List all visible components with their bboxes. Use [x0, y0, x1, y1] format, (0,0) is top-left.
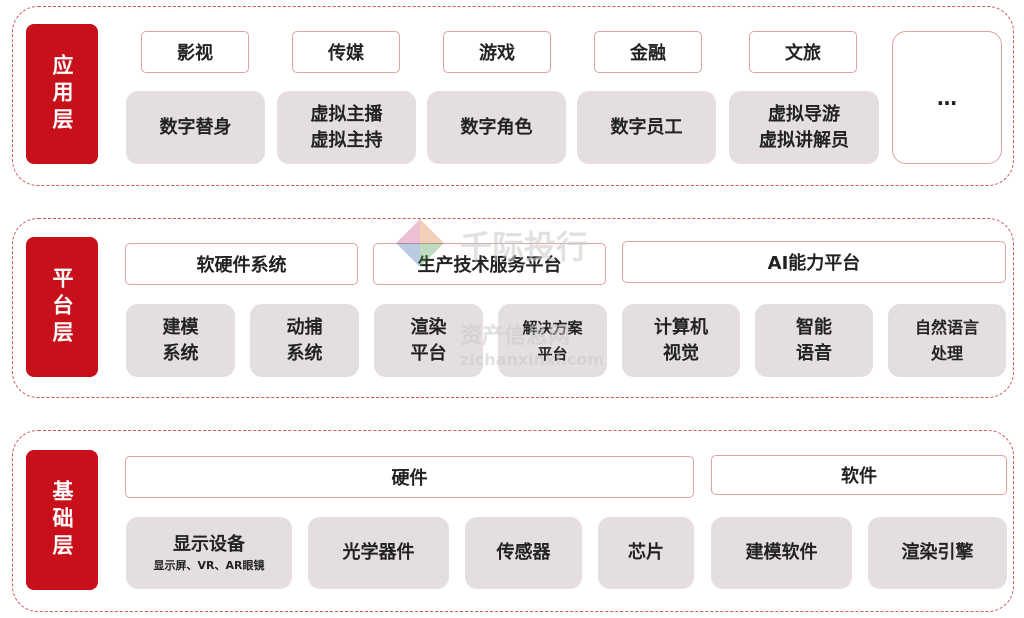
card-line1: 数字替身 [159, 116, 232, 138]
card-line1: 芯片 [628, 542, 664, 563]
watermark-brand: 千际投行 [460, 228, 589, 266]
card-line2: 视觉 [663, 342, 699, 364]
card-line2: 平台 [537, 344, 568, 363]
platform-card: 自然语言 处理 [888, 304, 1006, 377]
card-line1: 动捕 [286, 316, 323, 338]
card-line1: 建模软件 [745, 542, 818, 563]
card-line1: 数字员工 [610, 116, 683, 138]
foundation-card: 渲染引擎 [868, 517, 1007, 589]
card-line1: 虚拟导游 [768, 103, 840, 125]
card-line2: 系统 [286, 342, 323, 364]
foundation-card: 芯片 [598, 517, 694, 589]
card-line2: 显示屏、VR、AR眼镜 [153, 559, 265, 572]
platform-card: 动捕 系统 [250, 304, 359, 377]
card-line1: 建模 [162, 316, 199, 338]
card-line2: 系统 [162, 342, 199, 364]
application-card: 虚拟导游 虚拟讲解员 [729, 91, 879, 164]
group-production-service-platform: 生产技术服务平台 [373, 243, 606, 285]
card-line2: 平台 [410, 342, 447, 364]
foundation-layer-label: 基础层 [26, 450, 98, 590]
foundation-layer [12, 430, 1014, 612]
group-hardware-software-system: 软硬件系统 [125, 243, 358, 285]
application-card: 数字角色 [427, 91, 566, 164]
foundation-card: 建模软件 [711, 517, 852, 589]
platform-card: 智能 语音 [755, 304, 873, 377]
platform-card: 计算机 视觉 [622, 304, 740, 377]
card-line1: 虚拟主播 [310, 103, 383, 125]
platform-card: 建模 系统 [126, 304, 235, 377]
group-ai-capability-platform: AI能力平台 [622, 241, 1006, 283]
card-line1: 光学器件 [342, 542, 415, 563]
application-card: 虚拟主播 虚拟主持 [277, 91, 416, 164]
card-line2: 语音 [796, 342, 832, 364]
group-software: 软件 [711, 455, 1007, 495]
scenario-gaming: 游戏 [443, 31, 551, 73]
card-line2: 虚拟主持 [310, 129, 383, 151]
scenario-cultural-tourism: 文旅 [749, 31, 857, 73]
platform-card: 渲染 平台 [374, 304, 483, 377]
watermark-site-cn: 资产信息网 [460, 324, 571, 349]
card-line2: 处理 [930, 343, 963, 363]
card-line1: 传感器 [496, 542, 551, 563]
watermark-site-url: zichanxinxi.com [460, 350, 605, 369]
application-card: 数字员工 [577, 91, 716, 164]
scenario-media: 传媒 [292, 31, 400, 73]
card-line1: 渲染 [410, 316, 447, 338]
watermark-logo-icon [396, 219, 444, 267]
application-layer-label: 应用层 [26, 24, 98, 164]
application-layer [12, 6, 1014, 186]
card-line1: 显示设备 [173, 534, 245, 555]
foundation-card: 显示设备 显示屏、VR、AR眼镜 [126, 517, 292, 589]
platform-layer-label: 平台层 [26, 237, 98, 377]
more-applications: … [892, 31, 1002, 164]
foundation-card: 光学器件 [308, 517, 449, 589]
platform-card: 解决方案 平台 [498, 304, 607, 377]
foundation-card: 传感器 [465, 517, 582, 589]
scenario-finance: 金融 [594, 31, 702, 73]
application-card: 数字替身 [126, 91, 265, 164]
card-line2: 虚拟讲解员 [759, 129, 849, 151]
card-line1: 渲染引擎 [901, 542, 974, 563]
platform-layer [12, 218, 1014, 398]
scenario-film: 影视 [141, 31, 249, 73]
group-hardware: 硬件 [125, 456, 694, 498]
card-line1: 智能 [796, 316, 832, 338]
card-line1: 计算机 [654, 316, 708, 338]
card-line1: 自然语言 [914, 317, 979, 337]
card-line1: 数字角色 [460, 116, 533, 138]
card-line1: 解决方案 [522, 318, 583, 337]
